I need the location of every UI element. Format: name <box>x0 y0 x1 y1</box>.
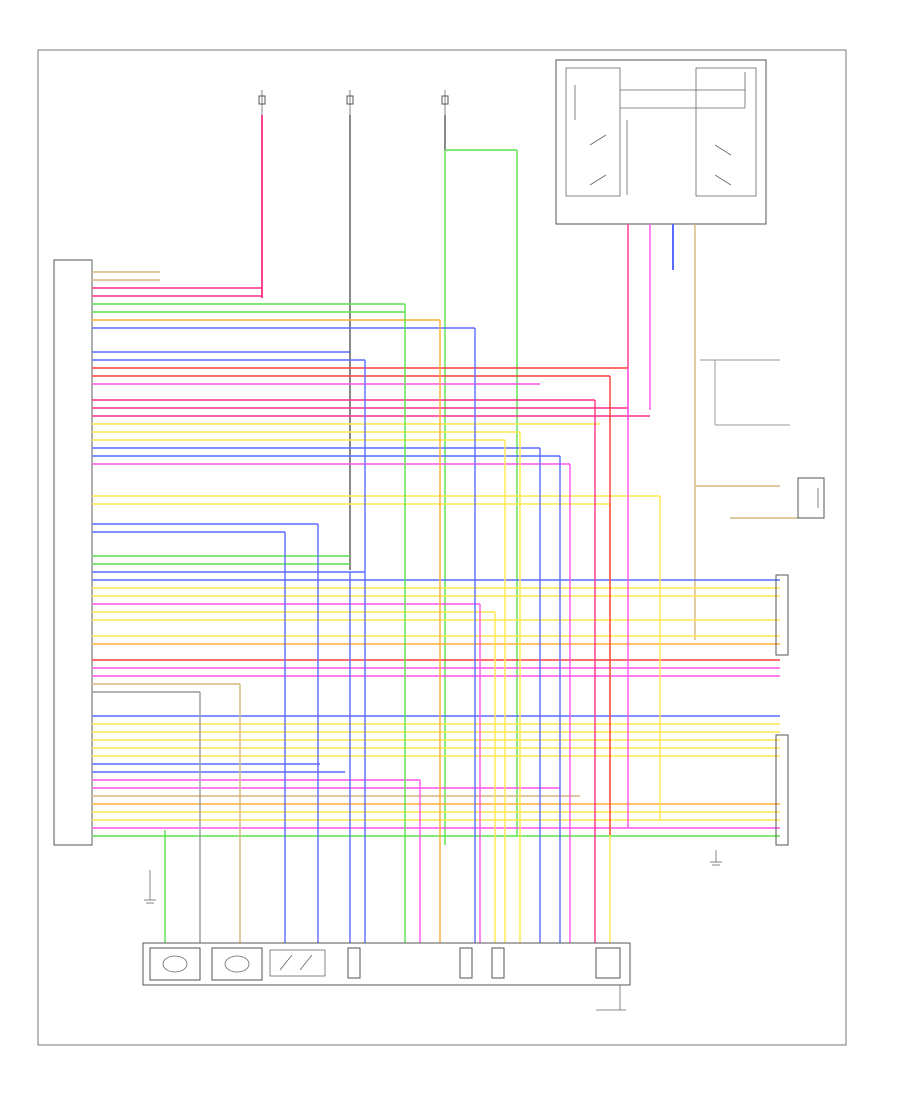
transmission-block <box>142 942 631 1011</box>
right-connector-upper <box>775 574 789 656</box>
fuse-block-3 <box>441 90 518 845</box>
fuse-block-1 <box>258 90 266 298</box>
right-connector-lower <box>775 734 789 846</box>
wire-bundle <box>92 271 780 837</box>
tcm-connector <box>53 259 93 846</box>
ground-symbol <box>710 850 722 866</box>
shift-lock-solenoid <box>797 477 825 519</box>
ground-symbol-left <box>144 870 156 904</box>
fuse-block-2 <box>346 90 354 570</box>
switch-box <box>555 59 767 225</box>
diagram-frame <box>37 49 847 1046</box>
wire-drops <box>164 304 798 943</box>
